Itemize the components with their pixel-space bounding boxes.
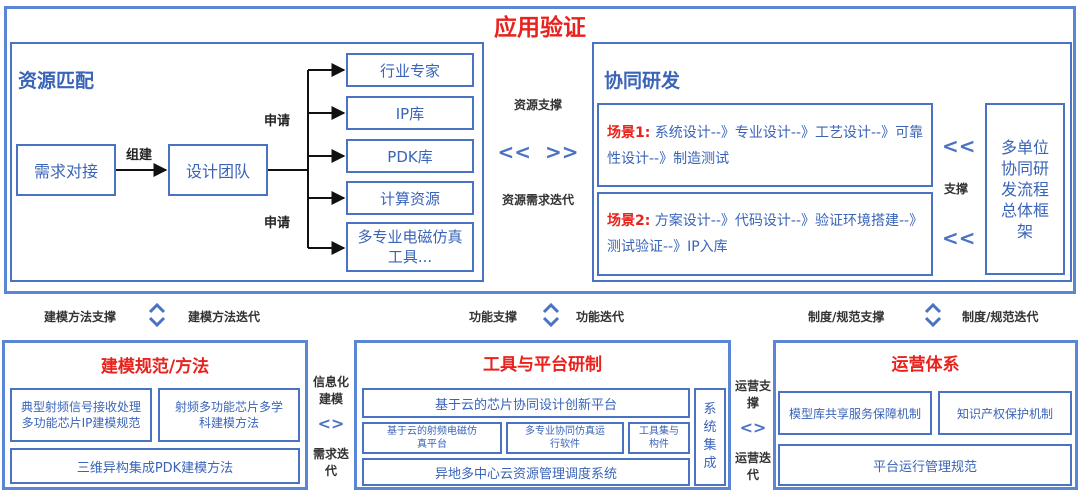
scenario1-label: 场景1: [607,125,651,141]
updown-chevron-icon-left [148,302,166,328]
info-modeling-label: 信息化建模 [312,375,349,406]
ops-model-library-box: 模型库共享服务保障机制 [778,391,932,435]
resource-matching-title: 资源匹配 [18,70,95,92]
ops-ip-protection-box: 知识产权保护机制 [938,391,1072,435]
target-box-ip: IP库 [346,96,474,130]
ops-support-label: 运营支撑 [734,379,771,410]
ops-platform-rules-box: 平台运行管理规范 [778,444,1072,486]
modeling-box-ip-spec: 典型射频信号接收处理多功能芯片IP建模规范 [10,388,152,442]
scenario1-desc: 系统设计--》专业设计--》工艺设计--》可靠性设计--》制造测试 [607,125,924,167]
support-chevron-icon-1: << [942,134,976,158]
updown-chevron-icon-right [924,302,942,328]
tools-cloud-platform: 基于云的芯片协同设计创新平台 [362,388,690,418]
modeling-support-label: 建模方法支撑 [44,310,117,324]
target-box-experts: 行业专家 [346,53,474,87]
exchange-arrows-icon: << >> [497,140,579,164]
function-support-label: 功能支撑 [469,310,518,324]
demand-iterate-label: 需求迭代 [312,447,349,478]
support-label: 支撑 [944,182,969,196]
apply-label-1: 申请 [264,114,291,129]
scenario1-box [597,103,933,187]
tools-system-integration: 系统集成 [694,388,726,486]
build-label: 组建 [126,148,153,163]
scenario2-desc: 方案设计--》代码设计--》验证环境搭建--》测试验证--》IP入库 [607,213,924,255]
scenario2-label: 场景2: [607,213,651,229]
apply-label-2: 申请 [264,216,291,231]
scenario2-box [597,192,933,276]
link2-arrows-icon: <> [739,418,767,437]
target-box-em-tools: 多专业电磁仿真工具... [346,222,474,272]
updown-chevron-icon-mid [542,302,560,328]
modeling-iterate-label: 建模方法迭代 [188,310,261,324]
tools-em-sim-platform: 基于云的射频电磁仿真平台 [362,422,502,454]
modeling-title: 建模规范/方法 [100,357,210,377]
policy-iterate-label: 制度/规范迭代 [962,310,1039,324]
scenario2-text: 场景2: 方案设计--》代码设计--》验证环境搭建--》测试验证--》IP入库 [607,208,925,260]
tools-resource-scheduler: 异地多中心云资源管理调度系统 [362,458,690,486]
page-title: 应用验证 [494,15,586,41]
modeling-box-pdk: 三维异构集成PDK建模方法 [10,448,300,484]
design-team-box: 设计团队 [168,144,268,196]
framework-box: 多单位协同研发流程总体框架 [985,103,1065,275]
tools-toolset: 工具集与构件 [628,422,690,454]
ops-iterate-label: 运营迭代 [734,451,771,482]
resource-iterate-label: 资源需求迭代 [501,193,574,207]
modeling-box-multiphysics: 射频多功能芯片多学科建模方法 [158,388,300,442]
link1-arrows-icon: <> [317,414,345,433]
resource-support-label: 资源支撑 [513,98,562,112]
collab-rd-title: 协同研发 [604,70,681,92]
policy-support-label: 制度/规范支撑 [808,310,885,324]
tools-title: 工具与平台研制 [483,355,602,375]
support-chevron-icon-2: << [942,226,976,250]
operations-title: 运营体系 [891,355,960,375]
target-box-pdk: PDK库 [346,139,474,173]
scenario1-text: 场景1: 系统设计--》专业设计--》工艺设计--》可靠性设计--》制造测试 [607,120,925,172]
tools-cosim-software: 多专业协同仿真运行软件 [506,422,624,454]
target-box-compute: 计算资源 [346,181,474,215]
function-iterate-label: 功能迭代 [576,310,625,324]
demand-box: 需求对接 [16,144,116,196]
